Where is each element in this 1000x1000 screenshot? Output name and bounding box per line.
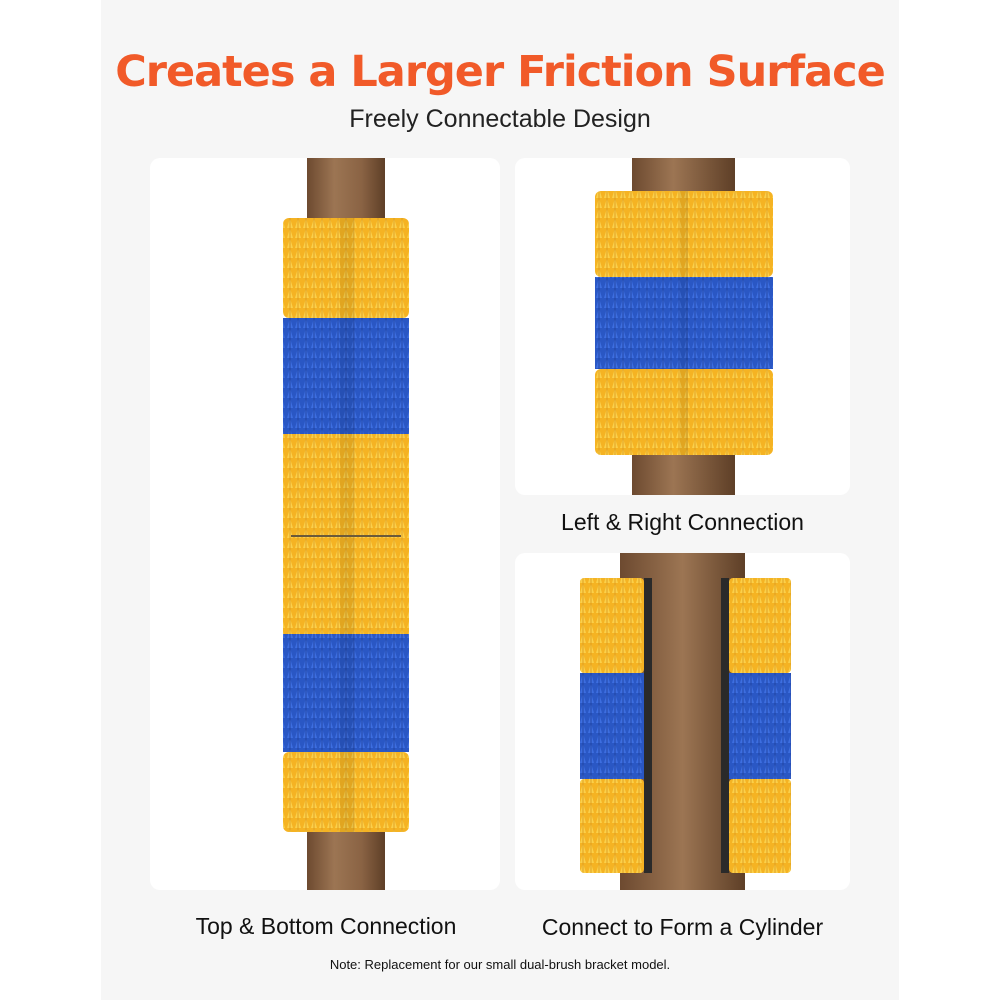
caption-top-bottom: Top & Bottom Connection [195, 913, 457, 939]
page-title: Creates a Larger Friction Surface [115, 47, 886, 97]
panel-top-bottom-image [150, 158, 500, 890]
panel-cylinder-image [515, 553, 850, 890]
caption-left-right: Left & Right Connection [561, 509, 804, 535]
left-right-brush-illustration [595, 158, 773, 495]
panel-left-right-image [515, 158, 850, 495]
page-subtitle: Freely Connectable Design [349, 105, 651, 133]
left-brush-half [580, 578, 652, 873]
brush-stack [283, 218, 409, 832]
cylinder-brush-illustration [580, 553, 791, 890]
top-bottom-brush-illustration [283, 158, 409, 890]
right-brush-half [721, 578, 791, 873]
caption-cylinder: Connect to Form a Cylinder [541, 914, 824, 940]
brush-pair [595, 191, 773, 455]
footnote: Note: Replacement for our small dual-bru… [329, 957, 671, 972]
